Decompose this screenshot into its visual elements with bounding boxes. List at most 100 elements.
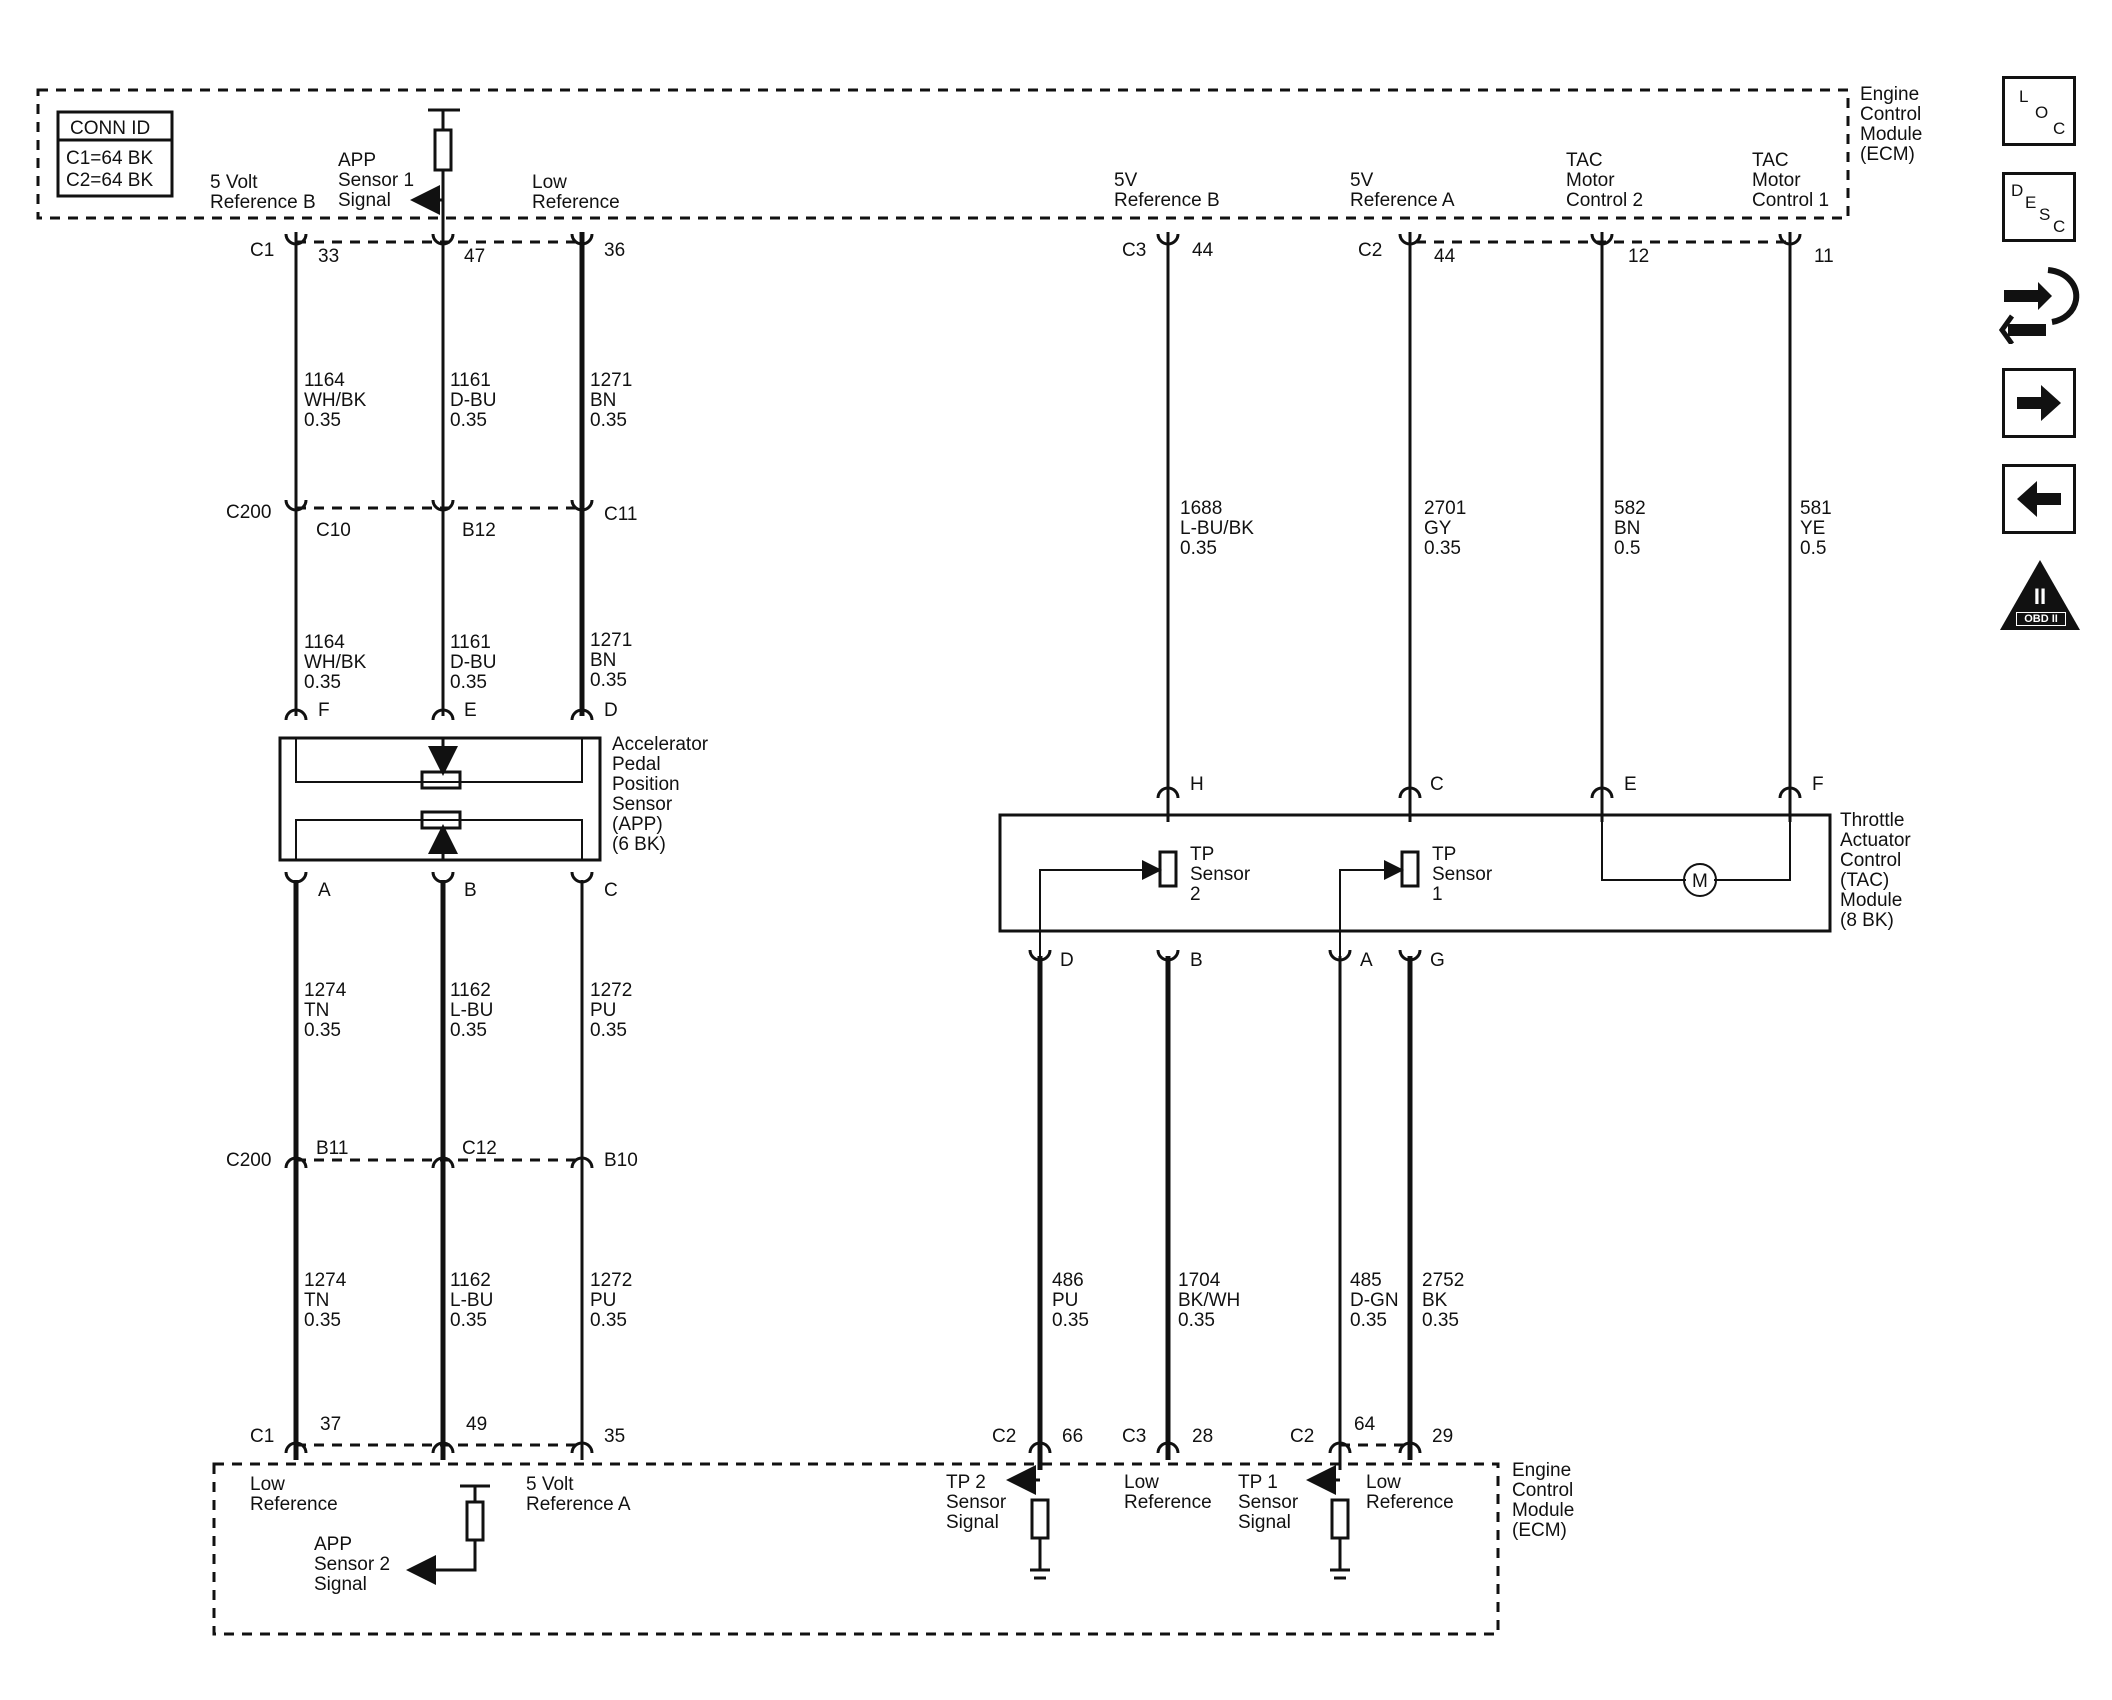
wire-1274b-circuit: 1274 [304,1270,347,1291]
connector-terminal [570,708,594,721]
wire-1274b-color: TN [304,1290,329,1311]
connector-terminal [284,499,308,512]
wire-485-circuit: 485 [1350,1270,1382,1291]
app-pin-a: A [318,880,331,901]
wire-581-gauge: 0.5 [1800,538,1826,559]
obd-ii-button[interactable]: II OBD II [2000,560,2080,632]
ecm-top-pin1-label-a: 5 Volt [210,172,258,193]
ecm-bottom-app-connectors: C1 37 49 35 [250,1414,625,1447]
wire-1688-circuit: 1688 [1180,498,1222,519]
ecm-top-pin1-label-b: Reference B [210,192,316,213]
ecm-top-pin4-label-a: 5V [1114,170,1138,191]
ecm-top-pin-44b: 44 [1192,240,1214,261]
wire-1274-color: TN [304,1000,329,1021]
connector-terminal [431,499,455,512]
wire-1688-gauge: 0.35 [1180,538,1217,559]
connector-terminal [431,1441,455,1454]
ecm-bottom-pin6-label-b: Sensor [1238,1492,1299,1513]
ecm-bottom-pin-35: 35 [604,1426,625,1447]
wire-2752-circuit: 2752 [1422,1270,1464,1291]
connector-terminal [1156,1441,1180,1454]
app-pin-f: F [318,700,330,721]
ecm-bottom-name-2: Control [1512,1480,1573,1501]
tac-pin-d: D [1060,950,1074,971]
wire-485-gauge: 0.35 [1350,1310,1387,1331]
ecm-top-pin-47: 47 [464,246,485,267]
connector-swap-button[interactable] [1998,264,2082,346]
tac-pin-c: C [1430,774,1444,795]
app-wires-lower [293,880,584,1460]
tac-module: M [998,813,1832,956]
connector-terminal [1156,949,1180,962]
tac-name-4: (TAC) [1840,870,1889,891]
wire-1162b-gauge: 0.35 [450,1310,487,1331]
wire-1161b-color: D-BU [450,652,496,673]
ecm-top-pin2-label-c: Signal [338,190,391,211]
ecm-bottom-pin4-label-a: TP 2 [946,1472,986,1493]
wire-1161b-gauge: 0.35 [450,672,487,693]
location-button[interactable]: L O C [2002,76,2076,146]
conn-id-line-2: C2=64 BK [66,170,153,191]
previous-page-button[interactable] [2002,464,2076,534]
ecm-top-name-4: (ECM) [1860,144,1915,165]
connector-terminal [570,871,594,884]
tp1-label-1: TP [1432,844,1456,865]
wire-486-gauge: 0.35 [1052,1310,1089,1331]
wire-485-color: D-GN [1350,1290,1399,1311]
obd-ii-label: OBD II [2016,612,2066,626]
wire-1272-circuit: 1272 [590,980,632,1001]
ecm-bottom-pin2-label-a: APP [314,1534,352,1555]
ecm-top-conn-c2: C2 [1358,240,1382,261]
app-wires-upper [294,232,585,716]
ecm-bottom-pin2-label-b: Sensor 2 [314,1554,390,1575]
ecm-bottom-pin3-label-a: 5 Volt [526,1474,574,1495]
c200-pin-b10: B10 [604,1150,638,1171]
connector-terminal [570,499,594,512]
c200-upper-connector: C200 C10 B12 C11 [226,502,637,541]
wire-1164b-circuit: 1164 [304,632,345,653]
wire-1162-gauge: 0.35 [450,1020,487,1041]
connector-swap-icon [1998,267,2080,346]
connector-terminal [1328,949,1352,962]
ecm-bottom-pin-37: 37 [320,1414,341,1435]
wire-1272b-color: PU [590,1290,616,1311]
ecm-top-pin6-label-c: Control 2 [1566,190,1643,211]
wire-1164b-gauge: 0.35 [304,672,341,693]
c200-pin-c10: C10 [316,520,351,541]
ecm-bottom-pin-64: 64 [1354,1414,1376,1435]
wire-1164-circuit: 1164 [304,370,345,391]
next-page-button[interactable] [2002,368,2076,438]
ecm-bottom-conn-c2a: C2 [992,1426,1016,1447]
wire-1161-color: D-BU [450,390,496,411]
ecm-bottom-conn-c3: C3 [1122,1426,1146,1447]
description-button[interactable]: D E S C [2002,172,2076,242]
conn-id-title: CONN ID [70,118,150,139]
ecm-top-conn-c3: C3 [1122,240,1146,261]
wire-1688-color: L-BU/BK [1180,518,1254,539]
ecm-top-pin7-label-a: TAC [1752,150,1789,171]
ecm-bottom-pin4-label-b: Sensor [946,1492,1007,1513]
wire-1164-gauge: 0.35 [304,410,341,431]
wire-1704-circuit: 1704 [1178,1270,1221,1291]
connector-terminal [1590,786,1614,799]
connector-terminal [1778,233,1802,246]
loc-letter-c: C [2053,119,2066,138]
ecm-bottom-pin-49: 49 [466,1414,487,1435]
wire-486-circuit: 486 [1052,1270,1084,1291]
ecm-bottom-pin5-label-b: Reference [1124,1492,1212,1513]
ecm-bottom-pin6-label-a: TP 1 [1238,1472,1278,1493]
wire-1162b-color: L-BU [450,1290,493,1311]
c200-lower-connector: C200 B11 C12 B10 [226,1138,638,1171]
ecm-top-pin3-label-b: Reference [532,192,620,213]
arrow-left-icon [2017,481,2061,517]
wire-2701-circuit: 2701 [1424,498,1466,519]
wire-1164b-color: WH/BK [304,652,367,673]
ecm-top-pin5-label-b: Reference A [1350,190,1455,211]
wire-1271-color: BN [590,390,616,411]
wire-1271-circuit: 1271 [590,370,632,391]
wire-1274-gauge: 0.35 [304,1020,341,1041]
wire-2701-color: GY [1424,518,1452,539]
wire-1272-gauge: 0.35 [590,1020,627,1041]
ecm-bottom-pin5-label-a: Low [1124,1472,1159,1493]
connector-terminal [284,708,308,721]
